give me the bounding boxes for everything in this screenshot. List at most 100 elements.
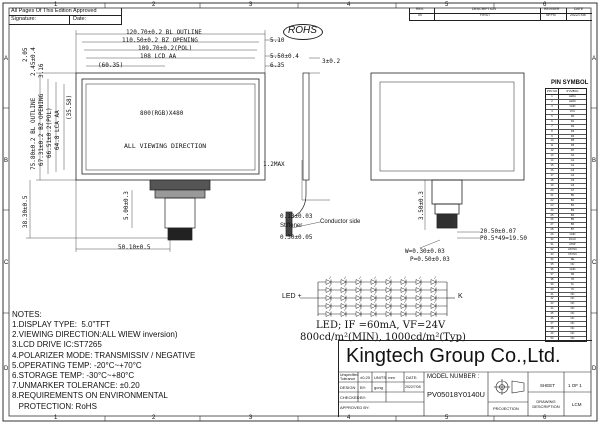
- dim-lcd-aa-width: 108 LCD AA: [140, 53, 177, 60]
- pin-number: 14: [546, 159, 559, 164]
- tb-design-date: 2022/7/08: [405, 385, 421, 389]
- pin-number: 3: [546, 104, 559, 109]
- led-diode-icon: [355, 287, 362, 293]
- led-diode-icon: [430, 295, 437, 301]
- led-diode-icon: [385, 303, 392, 309]
- pin-number: 27: [546, 223, 559, 228]
- led-emission-arrow: [433, 292, 437, 296]
- date-label: Date:: [73, 16, 87, 22]
- led-emission-arrow: [328, 292, 332, 296]
- led-emission-arrow: [343, 276, 347, 280]
- led-emission-arrow: [358, 284, 362, 288]
- pin-number: 25: [546, 213, 559, 218]
- side-stiffener-thickness: 0.30±0.05: [280, 234, 313, 241]
- tb-checked-label: CHECKED: [340, 395, 360, 400]
- tb-sheet-value: 1 OF 1: [568, 383, 582, 388]
- led-emission-arrow: [418, 292, 422, 296]
- pin-row: 3 GND: [546, 104, 586, 110]
- pin-number: 8: [546, 129, 559, 134]
- pin-symbol: LEDA: [569, 95, 576, 98]
- led-diode-icon: [400, 295, 407, 301]
- tb-tolerance: ±0.20: [360, 375, 370, 380]
- led-emission-arrow: [343, 284, 347, 288]
- led-diode-icon: [325, 303, 332, 309]
- side-thickness: 3±0.2: [322, 58, 341, 65]
- pin-symbol: GND: [569, 267, 576, 271]
- led-diode-icon: [415, 295, 422, 301]
- notes-title: NOTES:: [12, 310, 42, 319]
- pin-header-symbol: SYMBOL: [566, 89, 579, 93]
- pin-symbol: VCC: [569, 109, 576, 113]
- tb-approved-label: APPROVED BY:: [340, 405, 370, 410]
- led-diode-icon: [355, 303, 362, 309]
- pin-symbol: B1: [570, 198, 575, 202]
- note-item: PROTECTION: RoHS: [12, 401, 97, 411]
- pin-symbol: YU: [570, 287, 575, 291]
- led-emission-arrow: [358, 292, 362, 296]
- led-emission-arrow: [328, 300, 332, 304]
- led-diode-icon: [355, 279, 362, 285]
- pin-number: 36: [546, 267, 559, 272]
- pin-symbol: NC: [570, 302, 575, 306]
- pin-number: 5: [546, 114, 559, 119]
- grid-col-top-3: 3: [249, 2, 253, 8]
- bz-opening: [81, 78, 260, 175]
- grid-col-bottom-6: 6: [543, 415, 547, 421]
- pin-row: 36 GND: [546, 267, 586, 273]
- pin-number: 22: [546, 198, 559, 203]
- led-diode-icon: [325, 279, 332, 285]
- led-emission-arrow: [373, 284, 377, 288]
- pin-number: 1: [546, 95, 559, 99]
- led-emission-arrow: [343, 300, 347, 304]
- led-spec-line1: LED; IF =60mA, VF=24V: [316, 320, 446, 331]
- pin-symbol: G0: [570, 154, 575, 158]
- pin-symbol: LEDK: [569, 99, 576, 103]
- pin-number: 40: [546, 287, 559, 292]
- pin-number: 38: [546, 277, 559, 282]
- rohs-label: ROHS: [288, 25, 317, 36]
- led-diode-icon: [340, 303, 347, 309]
- pin-number: 47: [546, 322, 559, 327]
- pin-symbol: GND: [569, 104, 576, 108]
- grid-col-bottom-3: 3: [249, 415, 253, 421]
- led-diode-icon: [340, 295, 347, 301]
- tb-checked-by-label: BY:: [360, 395, 367, 400]
- approval-box: All Pages Of This Edition Approved Signa…: [9, 8, 122, 25]
- pin-header-no: PIN NO: [546, 89, 559, 94]
- grid-col-top-4: 4: [347, 2, 351, 8]
- pin-symbol: G4: [570, 174, 575, 177]
- led-diode-icon: [430, 279, 437, 285]
- pin-symbol: NC: [570, 262, 575, 266]
- note-item: 6.STORAGE TEMP: -30°C~+80°C: [12, 371, 135, 381]
- led-diode-icon: [385, 311, 392, 317]
- led-diode-icon: [370, 287, 377, 293]
- pin-number: 6: [546, 119, 559, 124]
- rev-cell-desc: FIRST: [480, 13, 491, 17]
- note-item: 8.REQUIREMENTS ON ENVIRONMENTAL: [12, 391, 168, 401]
- side-fpc-thickness: 0.13±0.03: [280, 213, 313, 220]
- dim-right-2: 5.50±0.4: [270, 53, 299, 60]
- pin-symbol: GND: [569, 233, 576, 237]
- led-diode-icon: [415, 303, 422, 309]
- led-emission-arrow: [433, 300, 437, 304]
